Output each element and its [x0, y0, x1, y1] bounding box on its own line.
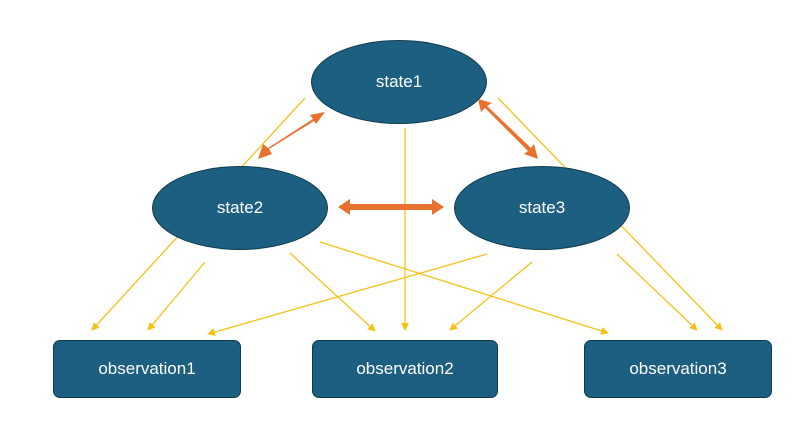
state3-node[interactable]: state3: [454, 166, 630, 250]
observation1-node[interactable]: observation1: [53, 340, 241, 398]
emission-arrow-state3-obs1: [207, 253, 488, 336]
emission-arrow-state2-obs3: [319, 241, 609, 335]
transition-arrow-state2-state3: [338, 199, 444, 215]
emission-arrow-state3-obs3: [616, 253, 698, 331]
observation3-label: observation3: [629, 359, 727, 378]
transition-arrow-state1-state2: [258, 112, 325, 159]
state2-node[interactable]: state2: [152, 166, 328, 250]
observation2-label: observation2: [356, 359, 454, 378]
transition-arrows: [258, 99, 538, 215]
state1-node[interactable]: state1: [311, 40, 487, 124]
observation2-node[interactable]: observation2: [312, 340, 498, 398]
emission-arrow-state2-obs2: [289, 252, 376, 332]
observation3-node[interactable]: observation3: [584, 340, 772, 398]
transition-arrow-state1-state3: [478, 99, 538, 159]
state3-label: state3: [518, 198, 566, 217]
state2-label: state2: [216, 198, 264, 217]
observation1-label: observation1: [98, 359, 196, 378]
emission-arrow-state3-obs2: [449, 261, 533, 331]
state1-label: state1: [375, 72, 423, 91]
emission-arrow-state2-obs1: [147, 261, 206, 331]
